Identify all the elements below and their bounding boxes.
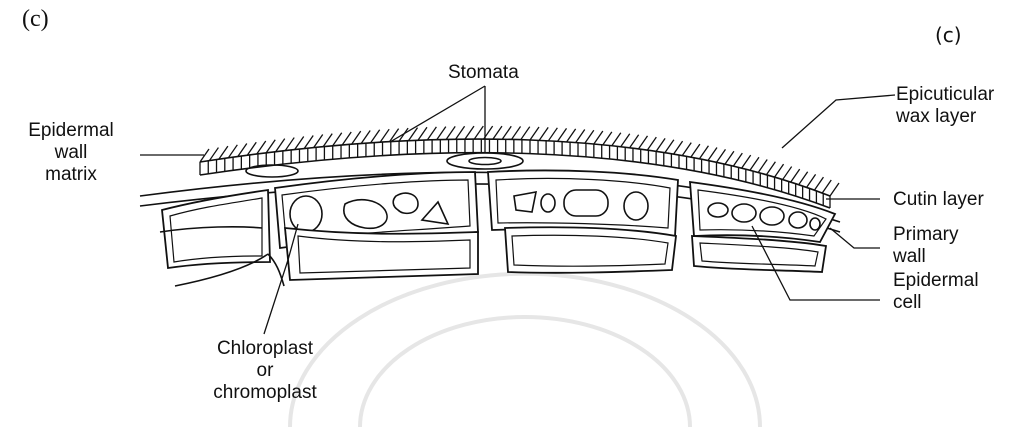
- wax-hatch-stroke: [437, 127, 446, 140]
- wax-hatch-stroke: [304, 135, 313, 148]
- wax-hatch-stroke: [665, 140, 674, 153]
- wax-hatch-stroke: [725, 151, 734, 164]
- wax-hatch-stroke: [647, 137, 656, 150]
- wax-hatch-stroke: [539, 127, 548, 140]
- wax-hatch-stroke: [418, 127, 427, 140]
- wax-hatch-stroke: [333, 133, 342, 146]
- wax-hatch-stroke: [456, 126, 465, 139]
- wax-hatch-stroke: [493, 126, 502, 139]
- wax-hatch-stroke: [295, 137, 304, 150]
- wax-hatch-stroke: [766, 162, 775, 175]
- wax-hatch-stroke: [247, 142, 256, 155]
- wax-hatch-stroke: [594, 131, 603, 144]
- label-line: wall: [6, 142, 136, 164]
- label-line: wax layer: [896, 106, 994, 128]
- wax-hatch-stroke: [775, 164, 784, 177]
- wax-hatch-stroke: [630, 135, 639, 148]
- stoma: [246, 153, 523, 177]
- wax-hatch-stroke: [733, 153, 742, 166]
- label-primary-wall: Primary wall: [893, 224, 958, 268]
- wax-hatch-stroke: [276, 139, 285, 152]
- panel-label-right: (c): [935, 24, 962, 46]
- label-line: wall: [893, 246, 958, 268]
- wax-hatch-stroke: [219, 146, 228, 159]
- wax-hatch-stroke: [716, 149, 725, 162]
- wax-hatch-stroke: [521, 127, 530, 140]
- wax-hatch-stroke: [742, 155, 751, 168]
- label-chloroplast-or-chromoplast: Chloroplast or chromoplast: [200, 338, 330, 404]
- wax-hatch-stroke: [656, 138, 665, 151]
- leader-stomata-left: [390, 86, 485, 142]
- wax-hatch-stroke: [323, 134, 332, 147]
- label-line: Chloroplast: [200, 338, 330, 360]
- wax-hatch-stroke: [639, 136, 648, 149]
- wax-hatch-stroke: [612, 133, 621, 146]
- wax-hatch-stroke: [567, 129, 576, 142]
- wax-hatch-stroke: [380, 129, 389, 142]
- wax-hatch-stroke: [314, 135, 323, 148]
- wax-hatch-stroke: [361, 130, 370, 143]
- wax-hatch-stroke: [352, 131, 361, 144]
- wax-hatch-stroke: [512, 126, 521, 139]
- wax-hatch-stroke: [699, 146, 708, 159]
- wax-hatch-stroke: [502, 126, 511, 139]
- wax-hatch-stroke: [266, 140, 275, 153]
- label-line: Primary: [893, 224, 958, 246]
- wax-hatch-stroke: [474, 126, 483, 139]
- wax-hatch-stroke: [585, 130, 594, 143]
- label-epicuticular-wax-layer: Epicuticular wax layer: [896, 84, 994, 128]
- wax-hatch-stroke: [257, 141, 266, 154]
- wax-hatch-stroke: [799, 172, 808, 185]
- wax-hatch-stroke: [674, 141, 683, 154]
- wax-hatch-stroke: [822, 180, 831, 193]
- label-epidermal-wall-matrix: Epidermal wall matrix: [6, 120, 136, 186]
- wax-hatch-stroke: [427, 127, 436, 140]
- label-line: matrix: [6, 164, 136, 186]
- wax-hatch-stroke: [228, 145, 237, 158]
- inner-cell: [692, 236, 826, 272]
- label-stomata: Stomata: [448, 62, 519, 84]
- wax-hatch-stroke: [576, 130, 585, 143]
- wax-hatch-stroke: [807, 174, 816, 187]
- wax-hatch-stroke: [814, 177, 823, 190]
- label-epidermal-cell: Epidermal cell: [893, 270, 979, 314]
- wax-hatch-stroke: [446, 126, 455, 139]
- label-line: Epidermal: [6, 120, 136, 142]
- wax-hatch-stroke: [758, 159, 767, 172]
- wax-hatch-stroke: [708, 148, 717, 161]
- label-line: chromoplast: [200, 382, 330, 404]
- leader-epicuticular-wax: [782, 95, 895, 148]
- wax-hatch-stroke: [371, 130, 380, 143]
- label-cutin-layer: Cutin layer: [893, 189, 984, 211]
- label-line: or: [200, 360, 330, 382]
- wax-hatch-stroke: [548, 128, 557, 141]
- wax-hatch-stroke: [830, 183, 839, 196]
- panel-label-left: (c): [22, 8, 49, 30]
- wax-hatch-stroke: [209, 148, 218, 161]
- label-line: Epicuticular: [896, 84, 994, 106]
- wax-hatch-stroke: [285, 138, 294, 151]
- wax-hatch-stroke: [238, 143, 247, 156]
- wax-hatch-stroke: [558, 128, 567, 141]
- watermark: [290, 274, 760, 427]
- label-line: cell: [893, 292, 979, 314]
- wax-hatch-stroke: [342, 132, 351, 145]
- wax-hatch-stroke: [682, 143, 691, 156]
- wax-hatch-stroke: [465, 126, 474, 139]
- wax-hatch-stroke: [621, 134, 630, 147]
- wax-hatch-stroke: [603, 132, 612, 145]
- wax-hatch-stroke: [691, 144, 700, 157]
- epidermal-cell: [690, 182, 835, 242]
- wax-hatch-stroke: [783, 167, 792, 180]
- wax-hatch-stroke: [530, 127, 539, 140]
- label-line: Epidermal: [893, 270, 979, 292]
- wax-hatch-stroke: [791, 169, 800, 182]
- wax-hatch-stroke: [750, 157, 759, 170]
